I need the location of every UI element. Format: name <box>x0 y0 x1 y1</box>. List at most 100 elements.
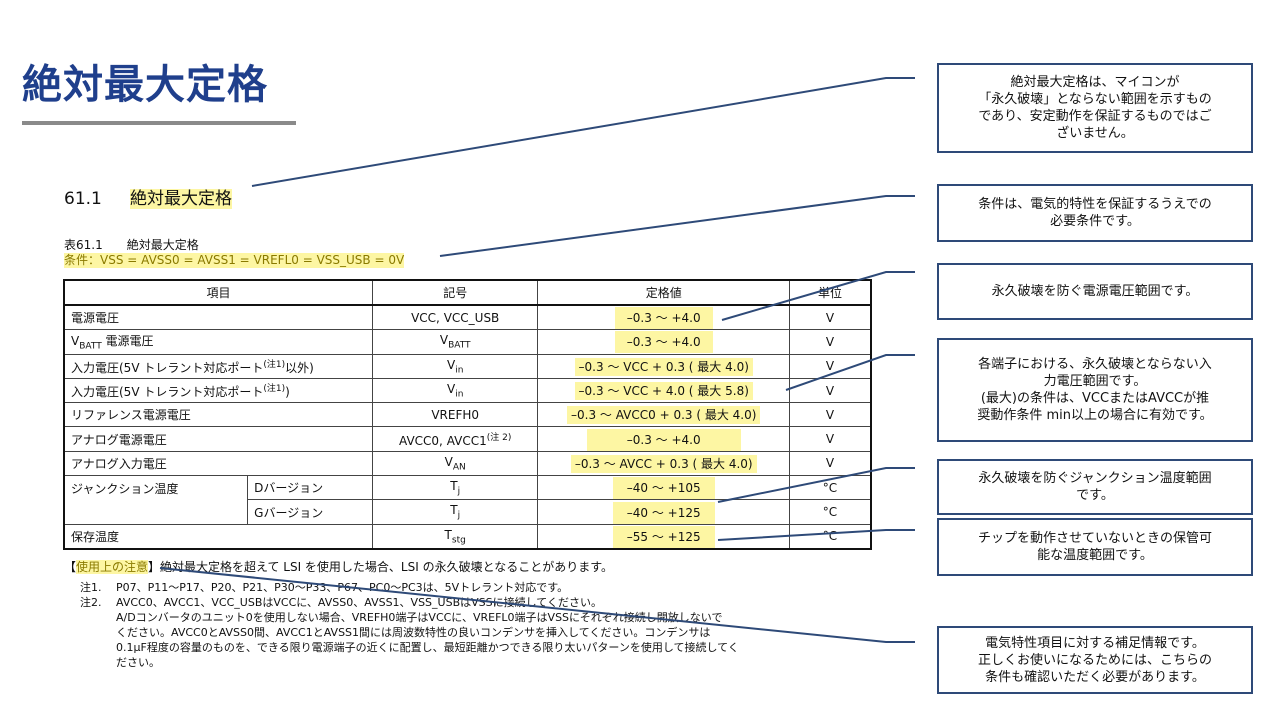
symbol-text: V <box>439 333 449 348</box>
symbol-text: T <box>444 527 452 542</box>
table-row: VBATT 電源電圧 VBATT –0.3 ～ +4.0 V <box>63 329 872 355</box>
symbol-cell: Tstg <box>371 523 539 550</box>
unit-cell: °C <box>788 499 872 525</box>
footnote-label: 注1. <box>80 581 102 594</box>
item-cell: 入力電圧(5V トレラント対応ポート(注1)以外) <box>63 353 373 379</box>
table-row: アナログ入力電圧 VAN –0.3 ～ AVCC + 0.3 ( 最大 4.0)… <box>63 450 872 477</box>
symbol-cell: VAN <box>371 450 539 477</box>
rating-value: –0.3 ～ AVCC0 + 0.3 ( 最大 4.0) <box>567 406 761 425</box>
unit-cell: V <box>788 377 872 404</box>
item-text: V <box>71 334 80 349</box>
symbol-cell: VBATT <box>371 329 539 355</box>
leader-line-7 <box>159 567 915 643</box>
callout-junction-temp: 永久破壊を防ぐジャンクション温度範囲 です。 <box>937 459 1253 515</box>
footnote-line: AVCC0、AVCC1、VCC_USBはVCCに、AVSS0、AVSS1、VSS… <box>116 596 602 609</box>
rating-value: –0.3 ～ VCC + 4.0 ( 最大 5.8) <box>574 382 753 401</box>
rating-value: –0.3 ～ +4.0 <box>614 331 713 354</box>
footnote-line: A/Dコンバータのユニット0を使用しない場合、VREFH0端子はVCCに、VRE… <box>116 611 723 624</box>
item-text-rest: 電源電圧 <box>101 334 154 349</box>
symbol-subscript: AN <box>452 462 466 473</box>
table-row: Gバージョン Tj –40 ～ +125 °C <box>64 499 872 525</box>
header-symbol: 記号 <box>371 279 539 306</box>
item-text-rest: ) <box>285 385 290 400</box>
item-cell: リファレンス電源電圧 <box>63 402 373 428</box>
leader-line-2 <box>439 195 915 257</box>
item-text-rest: 以外) <box>285 360 314 375</box>
footnote-line: ください。AVCC0とAVSS0間、AVCC1とAVSS1間には周波数特性の良い… <box>116 626 711 639</box>
leader-line-4 <box>785 354 915 391</box>
rating-cell: –0.3 ～ AVCC0 + 0.3 ( 最大 4.0) <box>537 402 790 428</box>
table-row: 電源電圧 VCC, VCC_USB –0.3 ～ +4.0 V <box>63 304 872 331</box>
table-row: 入力電圧(5V トレラント対応ポート(注1)) Vin –0.3 ～ VCC +… <box>63 377 872 404</box>
item-text: 入力電圧(5V トレラント対応ポート <box>71 385 264 400</box>
symbol-subscript: stg <box>451 535 466 546</box>
unit-cell: V <box>788 329 872 355</box>
item-superscript: (注1) <box>263 359 286 370</box>
unit-cell: V <box>788 450 872 477</box>
usage-note-mark: 使用上の注意 <box>76 560 149 574</box>
callout-absolute-max: 絶対最大定格は、マイコンが 「永久破壊」とならない範囲を示すもの であり、安定動… <box>937 63 1253 153</box>
callout-text: チップを動作させていないときの保管可 能な温度範囲です。 <box>977 531 1212 563</box>
rating-cell: –0.3 ～ VCC + 0.3 ( 最大 4.0) <box>537 353 790 379</box>
rating-value: –0.3 ～ +4.0 <box>586 428 741 451</box>
symbol-cell: VREFH0 <box>371 402 539 428</box>
callout-input-voltage: 各端子における、永久破壊とならない入 力電圧範囲です。 (最大)の条件は、VCC… <box>937 338 1253 442</box>
item-cell: ジャンクション温度 <box>63 475 249 525</box>
leader-line-6 <box>717 529 915 541</box>
symbol-cell: AVCC0, AVCC1(注 2) <box>371 426 539 452</box>
rating-cell: –55 ～ +125 <box>537 523 790 550</box>
leader-line-5 <box>717 467 915 503</box>
rating-value: –0.3 ～ VCC + 0.3 ( 最大 4.0) <box>574 357 753 376</box>
leader-line-3 <box>721 271 915 321</box>
header-item: 項目 <box>63 279 373 306</box>
callout-storage-temp: チップを動作させていないときの保管可 能な温度範囲です。 <box>937 518 1253 576</box>
symbol-text: V <box>446 357 456 372</box>
table-header-row: 項目 記号 定格値 単位 <box>63 279 872 306</box>
rating-value: –0.3 ～ +4.0 <box>614 307 713 330</box>
symbol-cell: Tj <box>371 475 539 501</box>
header-unit: 単位 <box>788 279 872 306</box>
rating-value: –40 ～ +125 <box>612 501 715 524</box>
symbol-text: V <box>446 381 456 396</box>
footnote-line: 0.1μF程度の容量のものを、できる限り電源端子の近くに配置し、最短距離かつでき… <box>116 641 739 654</box>
callout-supply-voltage: 永久破壊を防ぐ電源電圧範囲です。 <box>937 263 1253 320</box>
symbol-text: T <box>450 479 458 494</box>
rating-cell: –0.3 ～ +4.0 <box>537 304 790 331</box>
item-cell: アナログ入力電圧 <box>63 450 373 477</box>
item-cell: 保存温度 <box>63 523 373 550</box>
callout-supplementary: 電気特性項目に対する補足情報です。 正しくお使いになるためには、こちらの 条件も… <box>937 626 1253 694</box>
section-number: 61.1 <box>64 189 102 209</box>
rating-cell: –0.3 ～ +4.0 <box>537 426 790 452</box>
symbol-cell: Vin <box>371 353 539 379</box>
absolute-max-ratings-table: 項目 記号 定格値 単位 電源電圧 VCC, VCC_USB –0.3 ～ +4… <box>63 279 872 550</box>
rating-cell: –0.3 ～ VCC + 4.0 ( 最大 5.8) <box>537 377 790 404</box>
symbol-text: V <box>444 454 453 469</box>
title-underline <box>22 121 296 125</box>
rating-cell: –0.3 ～ +4.0 <box>537 329 790 355</box>
rating-cell: –0.3 ～ AVCC + 0.3 ( 最大 4.0) <box>537 450 790 477</box>
usage-note-bracket-open: 【 <box>64 560 77 574</box>
rating-value: –55 ～ +125 <box>612 525 715 548</box>
callout-condition: 条件は、電気的特性を保証するうえでの 必要条件です。 <box>937 184 1253 242</box>
table-condition: 条件：VSS = AVSS0 = AVSS1 = VREFL0 = VSS_US… <box>64 253 405 268</box>
table-row: 入力電圧(5V トレラント対応ポート(注1)以外) Vin –0.3 ～ VCC… <box>63 353 872 379</box>
header-rating: 定格値 <box>537 279 790 306</box>
usage-note-text: 絶対最大定格を超えて LSI を使用した場合、LSI の永久破壊となることがあり… <box>160 560 614 574</box>
rating-cell: –40 ～ +125 <box>537 499 790 525</box>
item-cell: アナログ電源電圧 <box>63 426 373 452</box>
callout-text: 絶対最大定格は、マイコンが 「永久破壊」とならない範囲を示すもの であり、安定動… <box>978 75 1212 141</box>
footnote-line: ださい。 <box>116 656 160 669</box>
unit-cell: V <box>788 402 872 428</box>
footnotes: 注1. P07、P11～P17、P20、P21、P30～P33、P67、PC0～… <box>80 580 739 670</box>
item-subscript: BATT <box>79 341 102 352</box>
version-cell: Dバージョン <box>247 475 373 501</box>
usage-note: 【使用上の注意】絶対最大定格を超えて LSI を使用した場合、LSI の永久破壊… <box>64 558 613 575</box>
footnote-2: 注2. AVCC0、AVCC1、VCC_USBはVCCに、AVSS0、AVSS1… <box>80 595 739 670</box>
table-row: ジャンクション温度 Dバージョン Tj –40 ～ +105 °C <box>63 475 872 525</box>
unit-cell: V <box>788 426 872 452</box>
callout-text: 各端子における、永久破壊とならない入 力電圧範囲です。 (最大)の条件は、VCC… <box>977 357 1213 423</box>
symbol-subscript: in <box>455 364 464 375</box>
rating-value: –0.3 ～ AVCC + 0.3 ( 最大 4.0) <box>570 454 757 473</box>
